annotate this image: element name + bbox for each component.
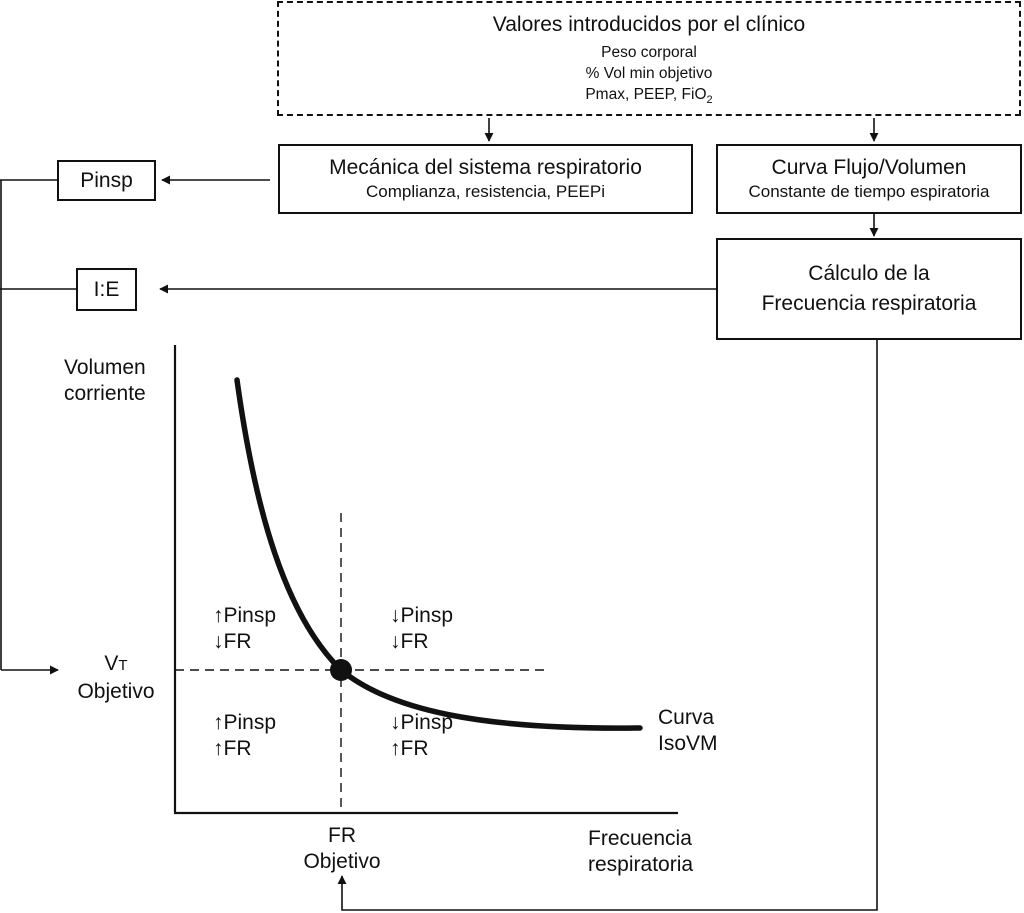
y-axis-label-line2: corriente — [64, 382, 146, 405]
vt-sub: T — [118, 657, 128, 674]
flow-volume-title: Curva Flujo/Volumen — [771, 156, 967, 179]
quadrant-upper-right-pinsp: ↓Pinsp — [390, 604, 454, 627]
inputs-line-pressures: Pmax, PEEP, FiO2 — [585, 84, 713, 107]
fr-objective-line1: FR — [328, 824, 356, 847]
pinsp-label: Pinsp — [80, 168, 133, 192]
isovm-curve-label: Curva IsoVM — [658, 705, 718, 757]
quadrant-lower-right-pinsp: ↓Pinsp — [390, 711, 454, 734]
inputs-line-pressures-sub: 2 — [706, 94, 713, 107]
x-axis-label-line2: respiratoria — [588, 853, 694, 876]
inputs-line-minvol: % Vol min objetivo — [585, 65, 713, 82]
vt-objective-line1: VT — [66, 651, 166, 679]
y-axis-label: Volumen corriente — [64, 355, 146, 407]
vt-objective-label: VT Objetivo — [66, 651, 166, 705]
quadrant-lower-left: ↑Pinsp ↑FR — [213, 710, 276, 762]
quadrant-upper-right: ↓Pinsp ↓FR — [390, 603, 453, 655]
quadrant-upper-left-pinsp: ↑Pinsp — [213, 604, 277, 627]
rate-calc-line1: Cálculo de la — [808, 262, 930, 285]
isovm-label-line2: IsoVM — [658, 732, 718, 755]
vt-main: V — [104, 652, 119, 675]
x-axis-label: Frecuencia respiratoria — [588, 826, 693, 878]
quadrant-lower-left-pinsp: ↑Pinsp — [213, 711, 277, 734]
flow-volume-box: Curva Flujo/Volumen Constante de tiempo … — [716, 144, 1022, 214]
ie-ratio-box: I:E — [76, 268, 137, 311]
x-axis-label-line1: Frecuencia — [588, 827, 692, 850]
fr-objective-line2: Objetivo — [303, 850, 381, 873]
respiratory-mechanics-box: Mecánica del sistema respiratorio Compli… — [278, 144, 693, 214]
y-axis-label-line1: Volumen — [64, 356, 146, 379]
mechanics-subtitle: Complianza, resistencia, PEEPi — [365, 182, 606, 201]
flow-volume-subtitle: Constante de tiempo espiratoria — [748, 182, 990, 201]
inputs-title: Valores introducidos por el clínico — [492, 13, 806, 36]
quadrant-lower-left-fr: ↑FR — [213, 737, 252, 760]
fr-objective-label: FR Objetivo — [290, 823, 394, 875]
connector-rate-to-fr-objective — [337, 340, 878, 911]
inputs-line-pressures-main: Pmax, PEEP, FiO — [585, 86, 707, 103]
target-point — [330, 659, 352, 681]
inputs-line-weight: Peso corporal — [601, 44, 697, 61]
rate-calculation-box: Cálculo de la Frecuencia respiratoria — [716, 238, 1022, 340]
quadrant-upper-left: ↑Pinsp ↓FR — [213, 603, 276, 655]
quadrant-lower-right: ↓Pinsp ↑FR — [390, 710, 453, 762]
vt-objective-line2: Objetivo — [77, 680, 155, 703]
quadrant-lower-right-fr: ↑FR — [390, 737, 429, 760]
quadrant-upper-left-fr: ↓FR — [213, 630, 252, 653]
mechanics-title: Mecánica del sistema respiratorio — [329, 156, 642, 179]
quadrant-upper-right-fr: ↓FR — [390, 630, 429, 653]
ie-label: I:E — [93, 277, 120, 301]
isovm-curve — [234, 377, 643, 731]
isovm-label-line1: Curva — [658, 706, 715, 729]
clinician-inputs-box: Valores introducidos por el clínico Peso… — [277, 1, 1021, 116]
rate-calc-line2: Frecuencia respiratoria — [761, 292, 977, 315]
pinsp-box: Pinsp — [57, 160, 156, 201]
